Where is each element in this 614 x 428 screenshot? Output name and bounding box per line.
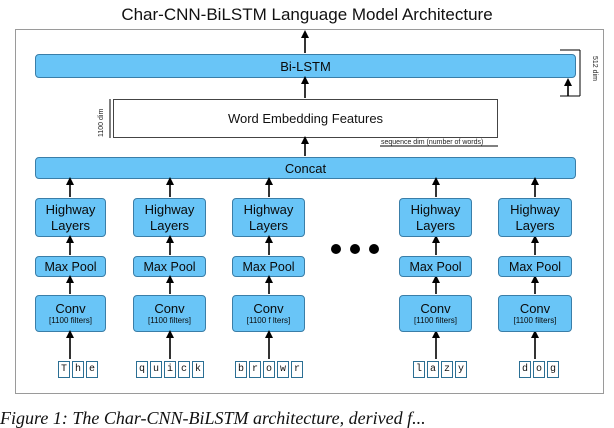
conv-box: Conv [1100 filters] bbox=[498, 295, 572, 332]
dimension-brackets bbox=[109, 49, 581, 147]
char-box: z bbox=[441, 361, 453, 378]
char-box: w bbox=[277, 361, 289, 378]
char-box: h bbox=[72, 361, 84, 378]
char-box: c bbox=[178, 361, 190, 378]
char-box: o bbox=[533, 361, 545, 378]
highway-layers-box: Highway Layers bbox=[498, 198, 572, 237]
char-box: d bbox=[519, 361, 531, 378]
max-pool-box: Max Pool bbox=[399, 256, 472, 277]
highway-label: Highway bbox=[144, 201, 195, 217]
max-pool-box: Max Pool bbox=[232, 256, 305, 277]
max-pool-label: Max Pool bbox=[508, 259, 562, 274]
char-box: a bbox=[427, 361, 439, 378]
diagram-title: Char-CNN-BiLSTM Language Model Architect… bbox=[121, 5, 493, 24]
word-dog: d o g bbox=[519, 361, 561, 378]
char-box: k bbox=[192, 361, 204, 378]
word-lazy: l a z y bbox=[413, 361, 469, 378]
conv-label: Conv bbox=[519, 301, 551, 316]
layers-label: Layers bbox=[248, 217, 289, 233]
conv-box: Conv [1100 filters] bbox=[35, 295, 106, 332]
conv-box: Conv [1100 filters] bbox=[399, 295, 472, 332]
bilstm-label: Bi-LSTM bbox=[280, 58, 331, 74]
highway-label: Highway bbox=[45, 201, 96, 217]
concat-label: Concat bbox=[284, 160, 327, 176]
concat-box: Concat bbox=[35, 157, 576, 179]
max-pool-label: Max Pool bbox=[143, 259, 196, 274]
word-quick: q u i c k bbox=[136, 361, 206, 378]
conv-label: Conv bbox=[420, 301, 451, 316]
filters-label: [1100 filters] bbox=[148, 316, 191, 325]
char-box: e bbox=[86, 361, 98, 378]
layers-label: Layers bbox=[515, 217, 555, 233]
filters-label: [1100 filters] bbox=[49, 316, 92, 325]
highway-label: Highway bbox=[510, 201, 560, 217]
word-brown: b r o w r bbox=[235, 361, 305, 378]
char-box: u bbox=[150, 361, 162, 378]
highway-layers-box: Highway Layers bbox=[133, 198, 206, 237]
max-pool-box: Max Pool bbox=[498, 256, 572, 277]
filters-label: [1100 filters] bbox=[414, 316, 457, 325]
char-box: r bbox=[249, 361, 261, 378]
layers-label: Layers bbox=[149, 217, 190, 233]
char-box: q bbox=[136, 361, 148, 378]
conv-label: Conv bbox=[253, 301, 284, 316]
char-box: b bbox=[235, 361, 247, 378]
highway-layers-box: Highway Layers bbox=[232, 198, 305, 237]
layers-label: Layers bbox=[50, 217, 91, 233]
char-box: T bbox=[58, 361, 70, 378]
ellipsis bbox=[331, 244, 379, 254]
conv-box: Conv [1100 f lters] bbox=[232, 295, 305, 332]
word-the: T h e bbox=[58, 361, 100, 378]
word-embedding-label: Word Embedding Features bbox=[227, 111, 384, 126]
bilstm-box: Bi-LSTM bbox=[35, 54, 576, 78]
max-pool-box: Max Pool bbox=[133, 256, 206, 277]
char-box: i bbox=[164, 361, 176, 378]
figure-caption: Figure 1: The Char-CNN-BiLSTM architectu… bbox=[0, 408, 426, 428]
char-box: y bbox=[455, 361, 467, 378]
highway-layers-box: Highway Layers bbox=[35, 198, 106, 237]
max-pool-label: Max Pool bbox=[44, 259, 97, 274]
layers-label: Layers bbox=[415, 217, 456, 233]
highway-label: Highway bbox=[243, 201, 294, 217]
char-box: o bbox=[263, 361, 275, 378]
char-box: g bbox=[547, 361, 559, 378]
filters-label: [1100 f lters] bbox=[246, 316, 291, 325]
char-box: r bbox=[291, 361, 303, 378]
max-pool-label: Max Pool bbox=[409, 259, 462, 274]
diagram-frame bbox=[15, 29, 604, 394]
conv-label: Conv bbox=[154, 301, 185, 316]
filters-label: [1100 filters] bbox=[513, 316, 557, 325]
conv-label: Conv bbox=[55, 301, 86, 316]
highway-label: Highway bbox=[410, 201, 461, 217]
highway-layers-box: Highway Layers bbox=[399, 198, 472, 237]
sequence-dim-label: sequence dim (number of words) bbox=[381, 139, 484, 146]
arrows bbox=[66, 30, 572, 359]
max-pool-label: Max Pool bbox=[242, 259, 295, 274]
char-box: l bbox=[413, 361, 425, 378]
